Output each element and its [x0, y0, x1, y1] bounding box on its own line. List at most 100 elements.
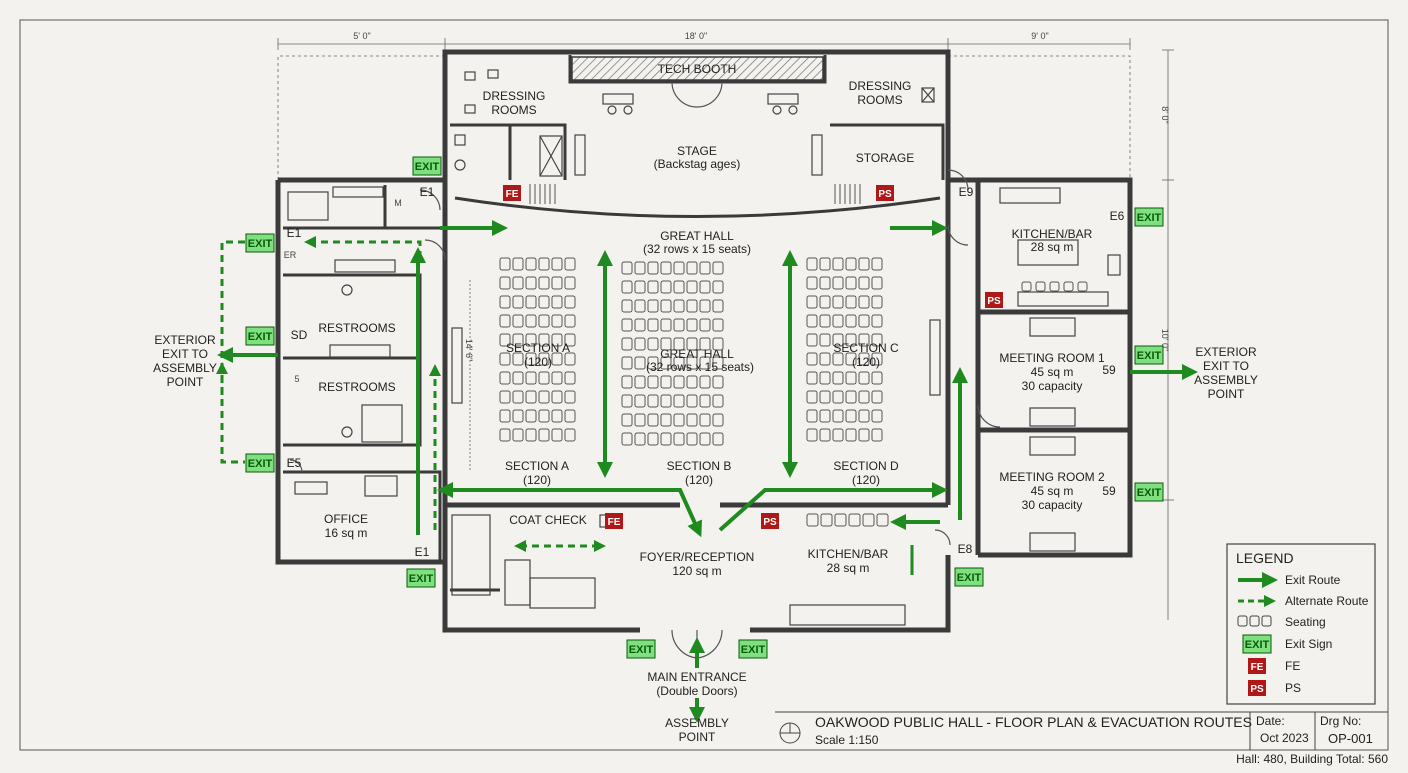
seat	[551, 390, 563, 404]
section-c-mid-2: (120)	[852, 355, 880, 369]
fire-extinguisher-symbol: FE	[605, 513, 623, 529]
legend-swatches	[1237, 572, 1278, 627]
drg-value: OP-001	[1328, 731, 1373, 746]
seat	[512, 276, 524, 290]
seat	[699, 280, 711, 294]
exterior-right-2: EXIT TO	[1203, 359, 1249, 373]
seat	[858, 409, 870, 423]
coat-check-label: COAT CHECK	[509, 513, 587, 527]
seat	[499, 276, 511, 290]
seat	[634, 356, 646, 370]
svg-text:FE: FE	[1251, 662, 1264, 673]
seat	[699, 299, 711, 313]
seat	[871, 390, 883, 404]
seat	[499, 390, 511, 404]
exit-e5: E5	[287, 456, 302, 470]
seat	[621, 432, 633, 446]
seat	[686, 375, 698, 389]
restroom-5-label: 5	[294, 374, 299, 384]
seat	[673, 337, 685, 351]
seat	[834, 513, 847, 527]
pull-station-symbol: PS	[876, 185, 894, 201]
seat	[512, 333, 524, 347]
seat	[551, 257, 563, 271]
seat	[512, 257, 524, 271]
seat	[538, 276, 550, 290]
seat	[832, 409, 844, 423]
seat	[499, 314, 511, 328]
seat	[820, 513, 833, 527]
seat	[499, 295, 511, 309]
office-1: OFFICE	[324, 512, 368, 526]
seat	[551, 295, 563, 309]
seat	[634, 375, 646, 389]
seat	[699, 432, 711, 446]
seat	[819, 352, 831, 366]
legend-ps: PS	[1285, 681, 1301, 695]
seat	[1063, 281, 1074, 292]
exterior-left-3: ASSEMBLY	[153, 361, 217, 375]
seat	[660, 337, 672, 351]
seat	[525, 428, 537, 442]
exit-e1-top: E1	[420, 185, 435, 199]
svg-text:EXIT: EXIT	[248, 458, 273, 470]
seat	[634, 432, 646, 446]
seat	[634, 299, 646, 313]
meeting-num-2: 59	[1102, 484, 1116, 498]
svg-text:FE: FE	[506, 189, 519, 200]
exit-sign: EXIT	[245, 326, 275, 346]
seat	[647, 280, 659, 294]
seat	[806, 257, 818, 271]
seat	[699, 337, 711, 351]
exit-sign: EXIT	[1242, 634, 1272, 654]
seat	[858, 276, 870, 290]
seat	[686, 280, 698, 294]
seat	[551, 314, 563, 328]
seat	[806, 371, 818, 385]
seat	[832, 352, 844, 366]
seat	[564, 352, 576, 366]
seat	[647, 375, 659, 389]
seat	[712, 432, 724, 446]
exterior-right-3: ASSEMBLY	[1194, 373, 1258, 387]
seat	[499, 257, 511, 271]
dimension-lines	[277, 38, 1174, 620]
seat	[712, 356, 724, 370]
alternate-routes	[216, 236, 606, 552]
dressing-right-label-1: DRESSING	[849, 79, 912, 93]
seat	[712, 413, 724, 427]
svg-text:EXIT: EXIT	[1137, 350, 1162, 362]
legend-box	[1226, 543, 1376, 705]
seat	[806, 428, 818, 442]
m-label: M	[394, 198, 402, 208]
section-a-mid-1: SECTION A	[506, 341, 570, 355]
seat	[525, 409, 537, 423]
exterior-right-1: EXTERIOR	[1195, 345, 1257, 359]
seat	[525, 333, 537, 347]
office-2: 16 sq m	[325, 526, 368, 540]
seat	[660, 413, 672, 427]
seat	[621, 413, 633, 427]
section-c-mid-1: SECTION C	[833, 341, 899, 355]
seat	[1035, 281, 1046, 292]
seat	[712, 261, 724, 275]
seat	[525, 390, 537, 404]
seat	[525, 295, 537, 309]
seat	[819, 371, 831, 385]
section-a-2: (120)	[523, 473, 551, 487]
svg-text:EXIT: EXIT	[957, 572, 982, 584]
seat	[819, 314, 831, 328]
sd-label: SD	[291, 328, 308, 342]
seat	[848, 513, 861, 527]
seat	[551, 352, 563, 366]
seat	[871, 314, 883, 328]
seat	[538, 295, 550, 309]
seat	[806, 295, 818, 309]
seat	[673, 261, 685, 275]
svg-text:EXIT: EXIT	[248, 238, 273, 250]
seat	[686, 261, 698, 275]
seat	[858, 352, 870, 366]
seat	[634, 280, 646, 294]
seat	[806, 390, 818, 404]
svg-text:EXIT: EXIT	[741, 644, 766, 656]
